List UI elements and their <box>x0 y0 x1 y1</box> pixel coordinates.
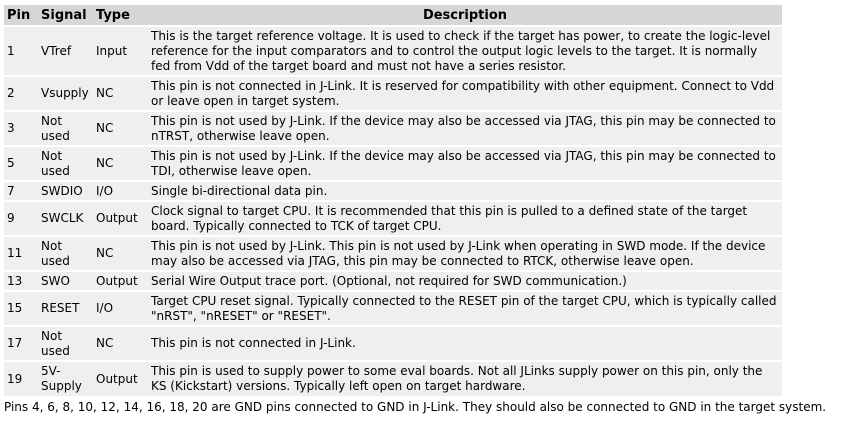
table-row: 15 RESET I/O Target CPU reset signal. Ty… <box>4 290 782 326</box>
cell-pin: 7 <box>4 180 38 201</box>
cell-description: Single bi-directional data pin. <box>148 180 782 201</box>
cell-type: Output <box>93 200 148 236</box>
pinout-table: Pin Signal Type Description 1 VTref Inpu… <box>4 5 782 396</box>
table-row: 7 SWDIO I/O Single bi-directional data p… <box>4 180 782 201</box>
cell-description: Clock signal to target CPU. It is recomm… <box>148 200 782 236</box>
cell-type: NC <box>93 235 148 271</box>
cell-type: NC <box>93 110 148 146</box>
cell-description: This pin is used to supply power to some… <box>148 360 782 396</box>
cell-signal: Vsupply <box>38 75 93 111</box>
cell-pin: 2 <box>4 75 38 111</box>
cell-description: This is the target reference voltage. It… <box>148 25 782 76</box>
cell-pin: 17 <box>4 325 38 361</box>
cell-signal: 5V-Supply <box>38 360 93 396</box>
cell-type: NC <box>93 325 148 361</box>
header-description: Description <box>148 5 782 27</box>
cell-signal: SWCLK <box>38 200 93 236</box>
cell-type: Output <box>93 270 148 291</box>
cell-type: NC <box>93 75 148 111</box>
table-row: 9 SWCLK Output Clock signal to target CP… <box>4 200 782 236</box>
cell-pin: 11 <box>4 235 38 271</box>
header-type: Type <box>93 5 148 27</box>
cell-signal: SWO <box>38 270 93 291</box>
cell-pin: 13 <box>4 270 38 291</box>
cell-signal: Not used <box>38 145 93 181</box>
cell-type: I/O <box>93 290 148 326</box>
table-row: 1 VTref Input This is the target referen… <box>4 25 782 76</box>
cell-signal: VTref <box>38 25 93 76</box>
cell-description: This pin is not used by J-Link. If the d… <box>148 110 782 146</box>
table-header-row: Pin Signal Type Description <box>4 5 782 27</box>
cell-pin: 1 <box>4 25 38 76</box>
cell-description: This pin is not connected in J-Link. <box>148 325 782 361</box>
header-signal: Signal <box>38 5 93 27</box>
cell-type: NC <box>93 145 148 181</box>
cell-pin: 15 <box>4 290 38 326</box>
cell-type: Output <box>93 360 148 396</box>
header-pin: Pin <box>4 5 38 27</box>
cell-type: Input <box>93 25 148 76</box>
table-row: 13 SWO Output Serial Wire Output trace p… <box>4 270 782 291</box>
cell-signal: SWDIO <box>38 180 93 201</box>
gnd-pins-footnote: Pins 4, 6, 8, 10, 12, 14, 16, 18, 20 are… <box>4 400 827 414</box>
table-row: 19 5V-Supply Output This pin is used to … <box>4 360 782 396</box>
cell-pin: 5 <box>4 145 38 181</box>
cell-description: Serial Wire Output trace port. (Optional… <box>148 270 782 291</box>
cell-signal: Not used <box>38 235 93 271</box>
cell-signal: Not used <box>38 110 93 146</box>
cell-pin: 3 <box>4 110 38 146</box>
cell-pin: 19 <box>4 360 38 396</box>
cell-signal: RESET <box>38 290 93 326</box>
cell-pin: 9 <box>4 200 38 236</box>
pinout-table-container: Pin Signal Type Description 1 VTref Inpu… <box>4 5 782 396</box>
cell-type: I/O <box>93 180 148 201</box>
table-row: 2 Vsupply NC This pin is not connected i… <box>4 75 782 111</box>
cell-description: Target CPU reset signal. Typically conne… <box>148 290 782 326</box>
cell-signal: Not used <box>38 325 93 361</box>
cell-description: This pin is not connected in J-Link. It … <box>148 75 782 111</box>
table-row: 17 Not used NC This pin is not connected… <box>4 325 782 361</box>
cell-description: This pin is not used by J-Link. This pin… <box>148 235 782 271</box>
table-row: 11 Not used NC This pin is not used by J… <box>4 235 782 271</box>
table-row: 3 Not used NC This pin is not used by J-… <box>4 110 782 146</box>
table-row: 5 Not used NC This pin is not used by J-… <box>4 145 782 181</box>
cell-description: This pin is not used by J-Link. If the d… <box>148 145 782 181</box>
